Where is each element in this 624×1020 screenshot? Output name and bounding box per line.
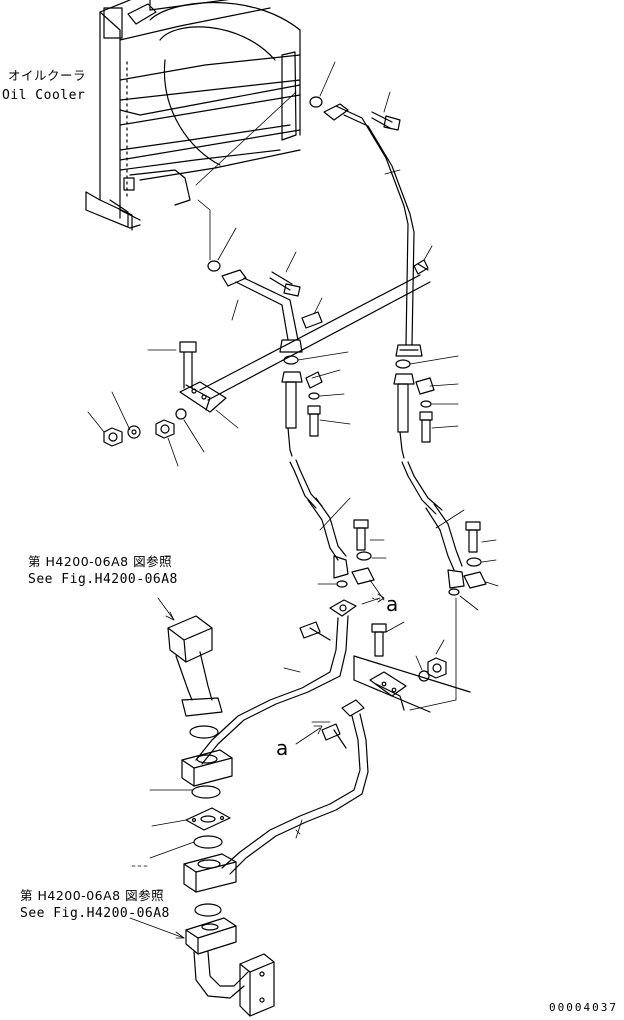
- plate-gasket: [185, 807, 231, 831]
- reference-lower-label-en: See Fig.H4200-06A8: [20, 906, 170, 921]
- reference-upper-label-jp: 第 H4200-06A8 図参照: [28, 554, 173, 569]
- flange-block-upper: [181, 749, 233, 787]
- lower-tube-right: [221, 699, 369, 875]
- upper-tube-right: [323, 103, 423, 357]
- reference-upper-label-en: See Fig.H4200-06A8: [28, 572, 178, 587]
- nut-left: [103, 427, 123, 447]
- clamp-lower-right: [321, 723, 347, 749]
- bolt-hose-left-lower: [351, 519, 375, 585]
- o-ring-stack-2: [191, 785, 221, 799]
- bolt-bar: [179, 341, 197, 389]
- nut-lower-right: [427, 657, 447, 679]
- nut-mid: [155, 419, 175, 439]
- washer-left: [127, 425, 141, 439]
- bolt-upper: [371, 111, 401, 131]
- oil-cooler-label-en: Oil Cooler: [2, 88, 86, 103]
- washer-mid: [175, 408, 187, 420]
- elbow-lower: [185, 903, 275, 1017]
- flange-block-lower: [183, 853, 237, 893]
- bracket-lower: [353, 655, 471, 713]
- o-ring-left: [207, 260, 221, 272]
- bolt-hose-left: [307, 405, 321, 437]
- o-ring-upper: [309, 96, 323, 108]
- hose-assembly-right: [393, 359, 465, 589]
- clamp-left-upper: [301, 311, 323, 329]
- oil-cooler: [85, 0, 301, 231]
- bolt-lower-mid: [371, 623, 387, 657]
- drawing-number: 00004037: [549, 1001, 618, 1014]
- oil-cooler-label-jp: オイルクーラ: [8, 68, 87, 83]
- mounting-bar: [179, 274, 431, 413]
- clamp-hose-right: [415, 377, 435, 395]
- clamp-lower-left: [299, 621, 331, 641]
- bolt-hose-right: [419, 411, 433, 443]
- o-ring-stack-3: [193, 835, 223, 849]
- hose-assembly-left: [281, 355, 349, 579]
- bolt-hose-right-lower: [463, 521, 487, 589]
- clamp-right-upper: [413, 259, 429, 275]
- lower-tube-left: [195, 599, 357, 765]
- o-ring-stack-1: [189, 725, 219, 739]
- reference-lower-label-jp: 第 H4200-06A8 図参照: [20, 888, 165, 903]
- clamp-hose-left: [305, 371, 323, 389]
- elbow-upper: [167, 615, 223, 717]
- connection-mark-a-lower: a: [276, 736, 289, 760]
- washer-lower-right: [418, 670, 430, 682]
- bolt-left: [269, 271, 301, 297]
- connection-mark-a-upper: a: [386, 592, 399, 616]
